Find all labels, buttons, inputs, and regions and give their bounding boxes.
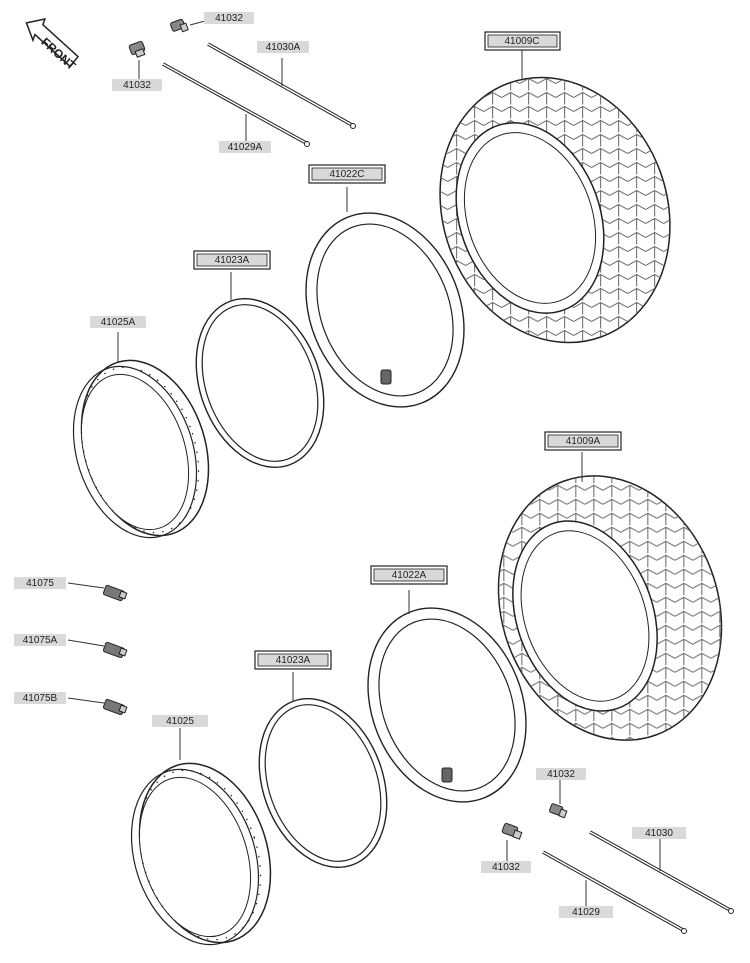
svg-text:41030A: 41030A [266, 42, 301, 53]
svg-text:41075B: 41075B [23, 693, 58, 704]
leader-line [189, 20, 206, 26]
spoke-nipple-3-icon [102, 698, 128, 716]
rim-front-icon [130, 762, 272, 946]
label-valve-cap-top: 41032 [204, 12, 254, 24]
label-valve-bottom: 41032 [481, 861, 531, 873]
label-valve-top-left: 41032 [112, 79, 162, 91]
svg-text:41022C: 41022C [329, 169, 364, 180]
svg-text:41030: 41030 [645, 828, 673, 839]
svg-text:41009A: 41009A [566, 436, 601, 447]
label-valve-cap-bottom: 41032 [536, 768, 586, 780]
svg-text:41029: 41029 [572, 907, 600, 918]
spoke-bottom-short-icon [542, 850, 687, 934]
spoke-bottom-long-icon [589, 830, 734, 914]
label-rim-rear: 41025A [90, 316, 146, 328]
svg-text:41022A: 41022A [392, 570, 427, 581]
tube-rear-valve-icon [380, 369, 392, 385]
label-spoke-bottom-short: 41029 [559, 906, 613, 918]
spoke-top-short-icon [162, 62, 310, 147]
label-rim-band-front: 41023A [254, 650, 332, 670]
label-spoke-bottom-long: 41030 [632, 827, 686, 839]
svg-text:41025A: 41025A [101, 317, 136, 328]
front-arrow-icon: FRONT [25, 17, 80, 73]
tube-front-valve-icon [441, 767, 453, 783]
svg-text:41075: 41075 [26, 578, 54, 589]
label-tire-front: 41009A [544, 431, 622, 451]
svg-text:41075A: 41075A [23, 635, 58, 646]
tire-front-icon [497, 475, 723, 741]
svg-text:41032: 41032 [547, 769, 575, 780]
label-rim-front: 41025 [152, 715, 208, 727]
label-spoke-nipple-1: 41075 [14, 577, 66, 589]
spoke-nipple-1-icon [102, 584, 128, 602]
label-tube-front: 41022A [370, 565, 448, 585]
spoke-nipple-2-icon [102, 641, 128, 659]
svg-text:41025: 41025 [166, 716, 194, 727]
svg-text:41009C: 41009C [504, 36, 539, 47]
label-spoke-top-long: 41030A [257, 41, 309, 53]
label-spoke-top-short: 41029A [219, 141, 271, 153]
tire-rear-icon [439, 76, 671, 344]
svg-text:41032: 41032 [215, 13, 243, 24]
spoke-top-long-icon [207, 42, 356, 129]
valve-bottom-icon [501, 822, 523, 840]
valve-cap-top-icon [170, 18, 189, 33]
svg-text:41023A: 41023A [276, 655, 311, 666]
valve-cap-bottom-icon [549, 803, 568, 819]
valve-top-left-icon [128, 40, 146, 58]
rim-band-rear-icon [195, 298, 325, 468]
label-spoke-nipple-3: 41075B [14, 692, 66, 704]
label-rim-band-rear: 41023A [193, 250, 271, 270]
svg-text:41032: 41032 [492, 862, 520, 873]
tube-front-icon [367, 607, 527, 803]
svg-text:41029A: 41029A [228, 142, 263, 153]
label-tube-rear: 41022C [308, 164, 386, 184]
rim-rear-icon [72, 359, 210, 539]
label-tire-rear: 41009C [484, 31, 561, 51]
svg-text:41032: 41032 [123, 80, 151, 91]
label-spoke-nipple-2: 41075A [14, 634, 66, 646]
tube-rear-icon [305, 212, 465, 408]
svg-text:41023A: 41023A [215, 255, 250, 266]
